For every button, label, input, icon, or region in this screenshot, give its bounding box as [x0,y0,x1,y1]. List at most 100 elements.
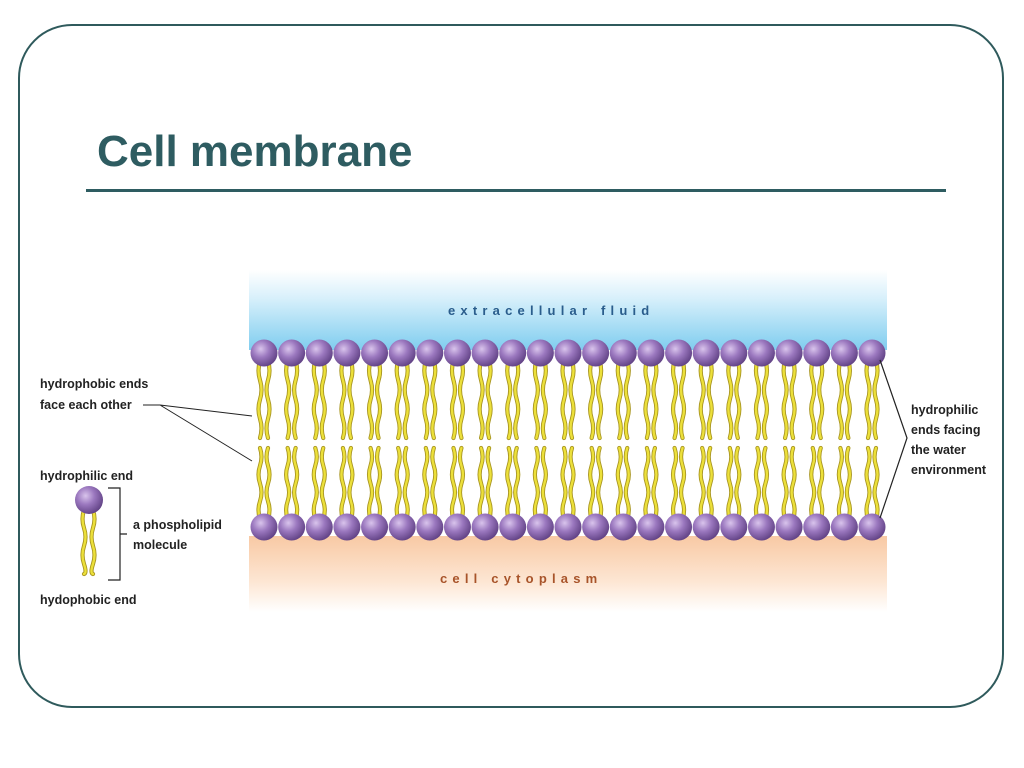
bottom-tail-19-2 [762,446,769,521]
bottom-tail-21-2 [818,446,824,521]
bottom-tail-16-1 [671,446,678,521]
bottom-tail-2-1 [284,446,291,521]
top-tail-8-1 [450,359,457,440]
bottom-head-11 [526,513,554,541]
top-head-14 [609,339,637,367]
bottom-head-22 [830,513,858,541]
top-tail-2-2 [292,359,299,440]
bottom-tail-17-1 [699,446,705,521]
bottom-head-17 [692,513,720,541]
bottom-head-4 [333,513,361,541]
bottom-tail-12-1 [561,446,567,521]
top-tail-10-1 [506,359,512,440]
bottom-head-14 [609,513,637,541]
hydrophobic-end-label: hydophobic end [40,593,137,607]
bottom-tail-11-1 [533,446,540,521]
top-tail-8-2 [458,359,465,440]
bottom-head-8 [443,513,471,541]
top-head-4 [333,339,361,367]
hydrophilic-ends-label-line3: the water [911,443,966,457]
bottom-head-18 [720,513,748,541]
top-head-17 [692,339,720,367]
top-tail-9-2 [486,359,492,440]
top-tail-23-2 [873,359,879,440]
cytoplasm-region [249,536,887,612]
top-head-16 [665,339,693,367]
bottom-tail-11-2 [541,446,548,521]
top-head-20 [775,339,803,367]
bottom-tail-8-2 [458,446,465,521]
bottom-layer-heads [250,513,886,541]
top-head-18 [720,339,748,367]
bottom-tail-21-1 [810,446,816,521]
top-head-23 [858,339,886,367]
top-tail-14-2 [624,359,630,440]
top-tail-18-1 [727,359,733,440]
top-head-5 [361,339,389,367]
bottom-tail-13-1 [588,446,595,521]
hydrophilic-ends-label-line2: ends facing [911,423,980,437]
top-tail-22-2 [845,359,852,440]
slide-frame [18,24,1004,708]
bottom-tail-9-1 [478,446,484,521]
hydrophobic-ends-pointer [143,404,253,462]
top-tail-23-1 [865,359,871,440]
hydrophobic-ends-label-line1: hydrophobic ends [40,377,148,391]
top-tail-5-1 [367,359,374,440]
top-tail-15-1 [644,359,650,440]
top-head-10 [499,339,527,367]
top-head-3 [305,339,333,367]
bottom-head-13 [582,513,610,541]
top-tail-3-2 [320,359,326,440]
top-tail-22-1 [837,359,844,440]
bottom-head-16 [665,513,693,541]
bottom-head-2 [278,513,306,541]
top-tail-3-1 [312,359,318,440]
top-tail-1-2 [265,359,271,440]
bottom-head-5 [361,513,389,541]
top-head-12 [554,339,582,367]
bottom-tail-18-1 [727,446,733,521]
top-tail-16-2 [679,359,686,440]
hydrophobic-ends-label-line2: face each other [40,398,132,412]
top-head-6 [388,339,416,367]
bottom-tail-5-1 [367,446,374,521]
hydrophilic-end-label: hydrophilic end [40,469,133,483]
bottom-tail-3-1 [312,446,318,521]
cell-cytoplasm-label: cell cytoplasm [440,571,602,586]
top-tail-17-1 [699,359,705,440]
phospholipid-bracket [108,487,127,581]
bottom-head-9 [471,513,499,541]
bottom-tail-15-2 [652,446,658,521]
top-layer-tails [256,358,880,441]
bottom-tail-22-2 [845,446,852,521]
extracellular-region [249,270,887,350]
extracellular-fluid-label: extracellular fluid [448,303,654,318]
top-head-19 [747,339,775,367]
bottom-head-19 [747,513,775,541]
bottom-tail-12-2 [569,446,575,521]
top-head-22 [830,339,858,367]
bottom-tail-10-1 [506,446,512,521]
top-tail-17-2 [707,359,713,440]
bottom-tail-14-2 [624,446,630,521]
slide-title: Cell membrane [97,127,413,176]
bottom-tail-6-2 [403,446,409,521]
bottom-tail-6-1 [395,446,401,521]
hydrophilic-ends-label-line1: hydrophilic [911,403,978,417]
bottom-head-21 [803,513,831,541]
top-tail-7-2 [431,359,437,440]
bottom-tail-18-2 [735,446,741,521]
legend-tail-left-fill [81,508,87,576]
bottom-tail-14-1 [616,446,622,521]
bottom-head-7 [416,513,444,541]
top-tail-11-1 [533,359,540,440]
top-tail-20-1 [782,359,788,440]
top-tail-4-2 [348,359,354,440]
top-tail-12-2 [569,359,575,440]
top-tail-19-2 [762,359,769,440]
top-tail-13-1 [588,359,595,440]
bottom-tail-19-1 [754,446,761,521]
bottom-head-3 [305,513,333,541]
